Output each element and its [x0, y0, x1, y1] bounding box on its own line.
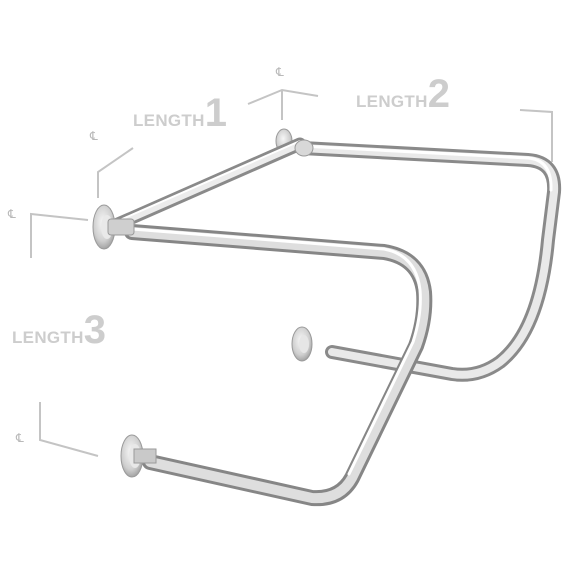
- centerline-symbol-bottom: ℄: [16, 431, 24, 445]
- length1-label: LENGTH1: [133, 93, 227, 133]
- length2-right-dimension-line: [519, 109, 553, 162]
- front-top-flange: [92, 204, 135, 250]
- length1-word: LENGTH: [133, 111, 205, 130]
- centerline-symbol-left-upper: ℄: [90, 129, 98, 143]
- length1-left-dimension-line: [97, 147, 134, 198]
- length1-number: 1: [204, 91, 228, 135]
- length3-word: LENGTH: [12, 328, 84, 347]
- dimension-lines: [30, 88, 553, 457]
- top-cross-bar: [111, 137, 314, 231]
- centerline-symbol-left: ℄: [8, 207, 16, 221]
- top-left-centerline-mark: [30, 212, 89, 258]
- centerline-symbol-top: ℄: [276, 65, 284, 79]
- front-lower-flange: [120, 434, 157, 478]
- rear-lower-flange: [291, 326, 313, 362]
- length2-word: LENGTH: [356, 92, 428, 111]
- length2-label: LENGTH2: [356, 74, 450, 114]
- length2-number: 2: [427, 72, 451, 116]
- rear-u-bar: [295, 141, 562, 382]
- front-u-bar: [124, 224, 433, 507]
- length3-number: 3: [83, 308, 107, 352]
- length3-label: LENGTH3: [12, 310, 106, 350]
- length3-bottom-dimension-line: [39, 402, 99, 457]
